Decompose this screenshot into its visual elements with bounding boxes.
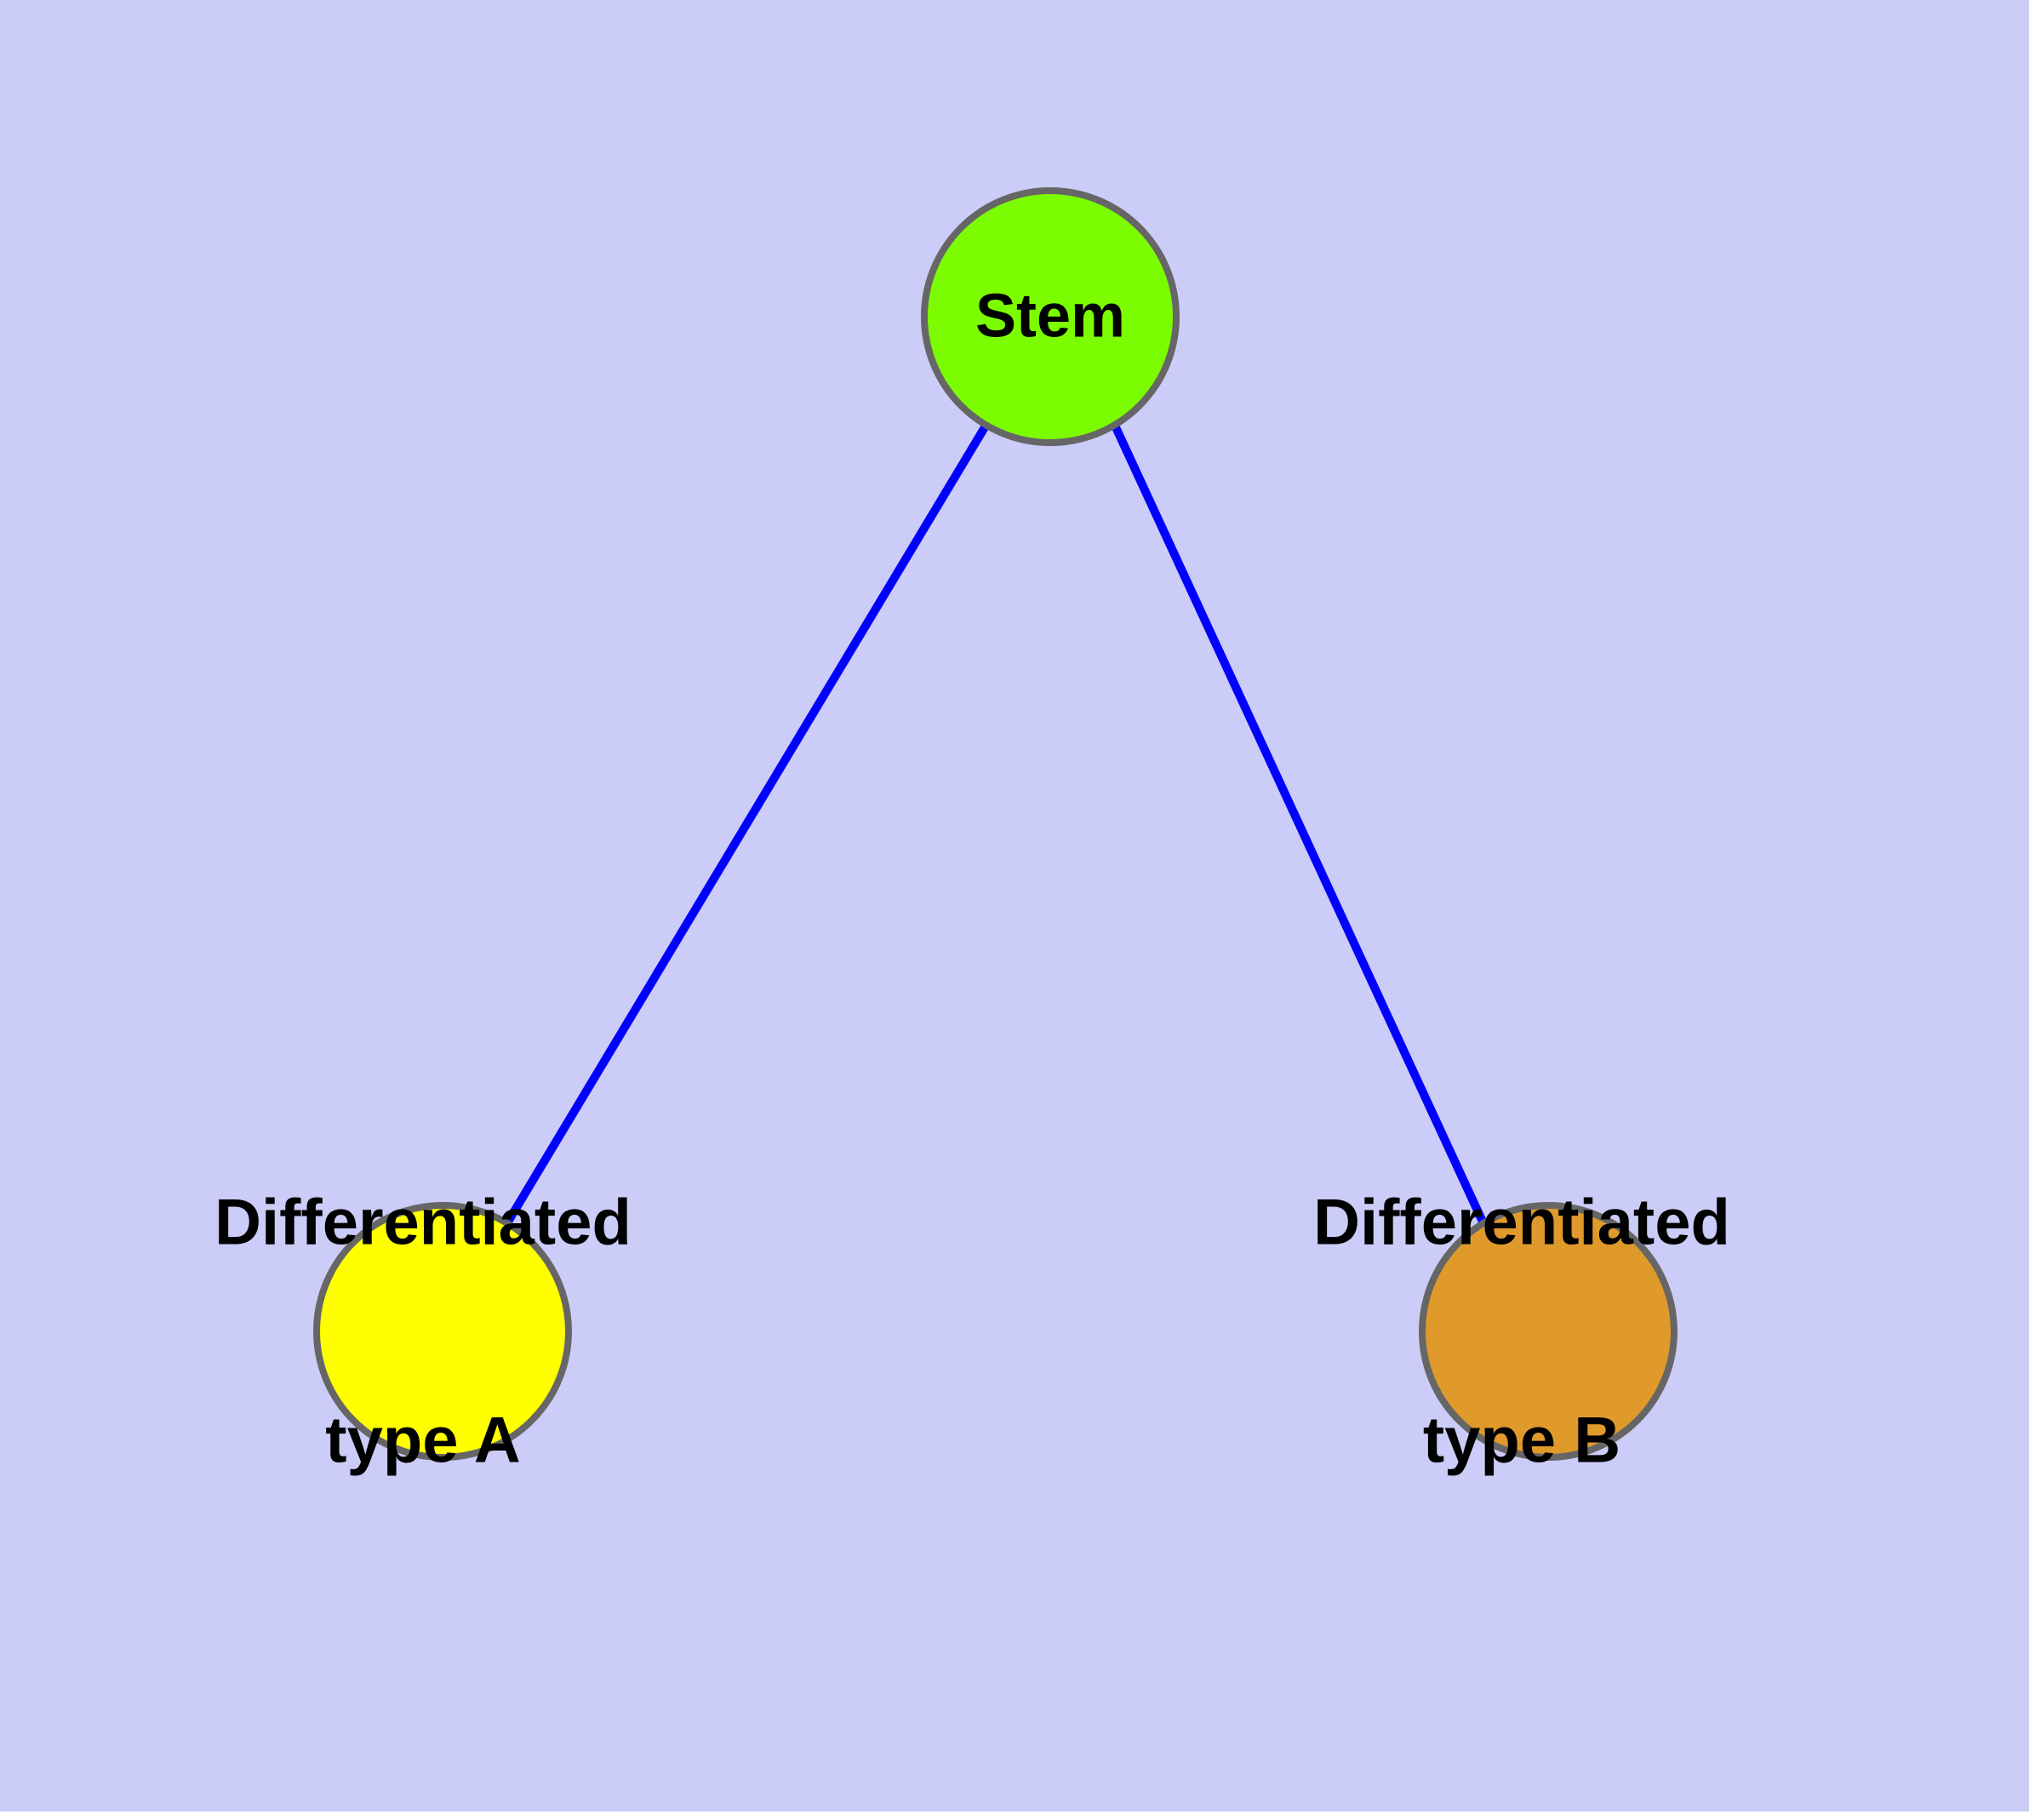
edge-layer bbox=[504, 425, 1487, 1224]
node-differentiated-type-a[interactable] bbox=[313, 1202, 572, 1461]
edge-stem-to-differentiated-type-b[interactable] bbox=[1112, 425, 1487, 1224]
node-layer bbox=[313, 187, 1677, 1461]
node-differentiated-type-b[interactable] bbox=[1419, 1202, 1677, 1461]
edge-stem-to-differentiated-type-a[interactable] bbox=[504, 425, 989, 1224]
node-stem[interactable] bbox=[921, 187, 1180, 446]
